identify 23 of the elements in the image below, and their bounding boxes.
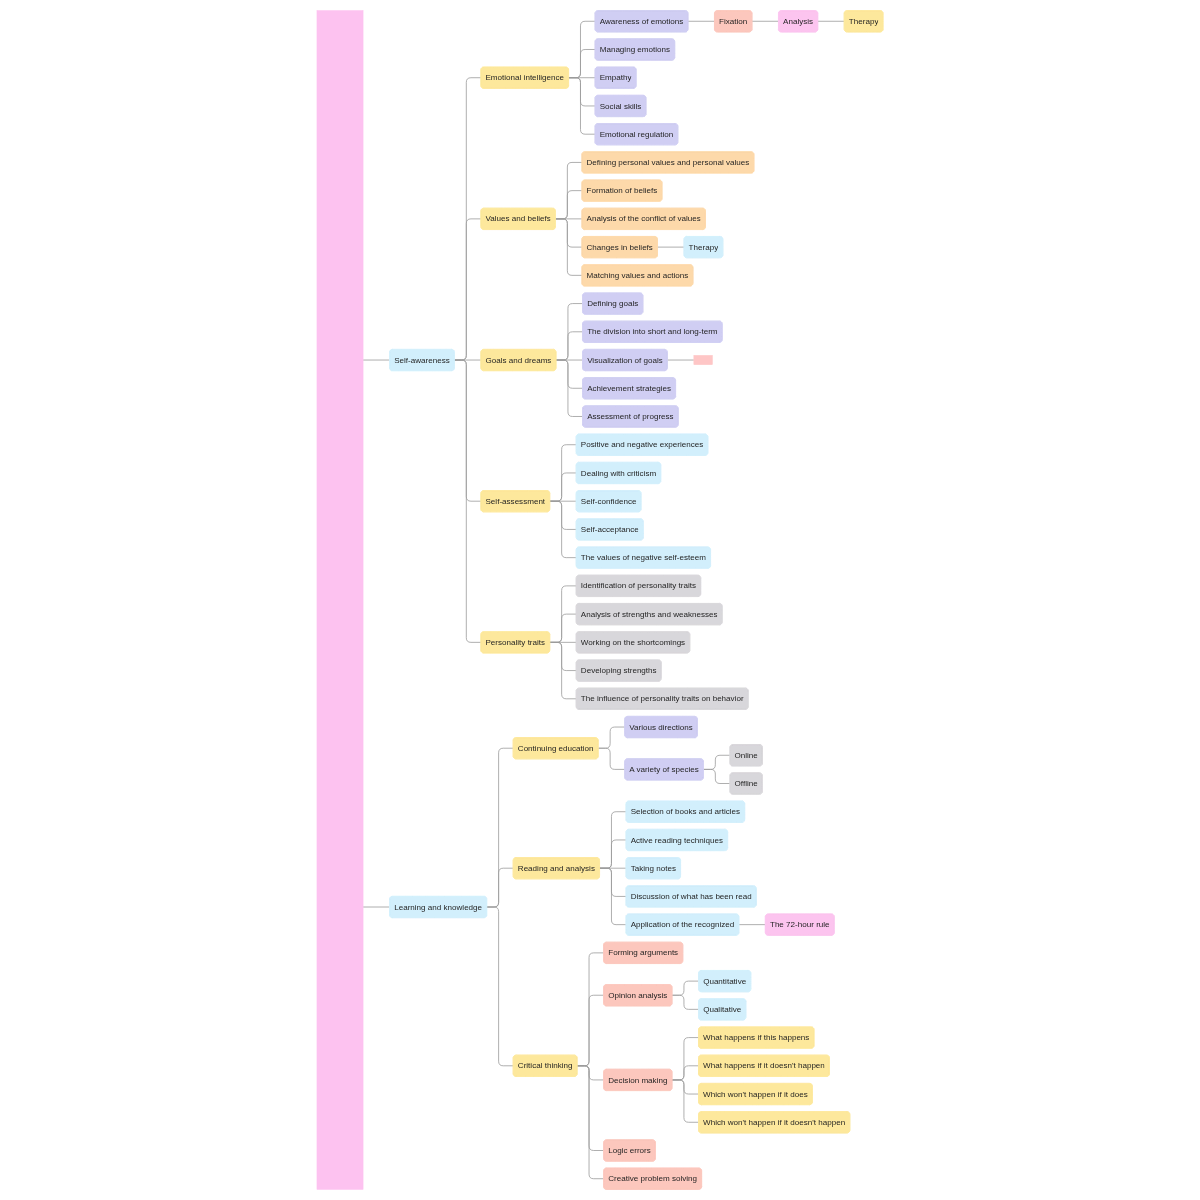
connector — [568, 77, 596, 135]
node-bar — [316, 10, 364, 1190]
connector — [817, 20, 845, 22]
node-box — [693, 355, 713, 365]
connector — [751, 20, 779, 22]
connector — [555, 359, 583, 417]
connector — [486, 906, 514, 1067]
connector — [453, 359, 482, 643]
connector — [549, 500, 577, 559]
connector — [549, 641, 577, 700]
connector — [703, 769, 731, 784]
connector — [597, 747, 626, 770]
connector — [555, 218, 583, 276]
connector — [657, 246, 685, 248]
connector — [362, 359, 390, 361]
connector — [666, 359, 695, 361]
connector — [362, 906, 390, 908]
connector — [671, 994, 699, 1010]
connector — [738, 924, 766, 926]
connector — [599, 867, 627, 926]
connector — [687, 20, 715, 22]
connector — [671, 1079, 699, 1123]
connector — [576, 1065, 604, 1180]
